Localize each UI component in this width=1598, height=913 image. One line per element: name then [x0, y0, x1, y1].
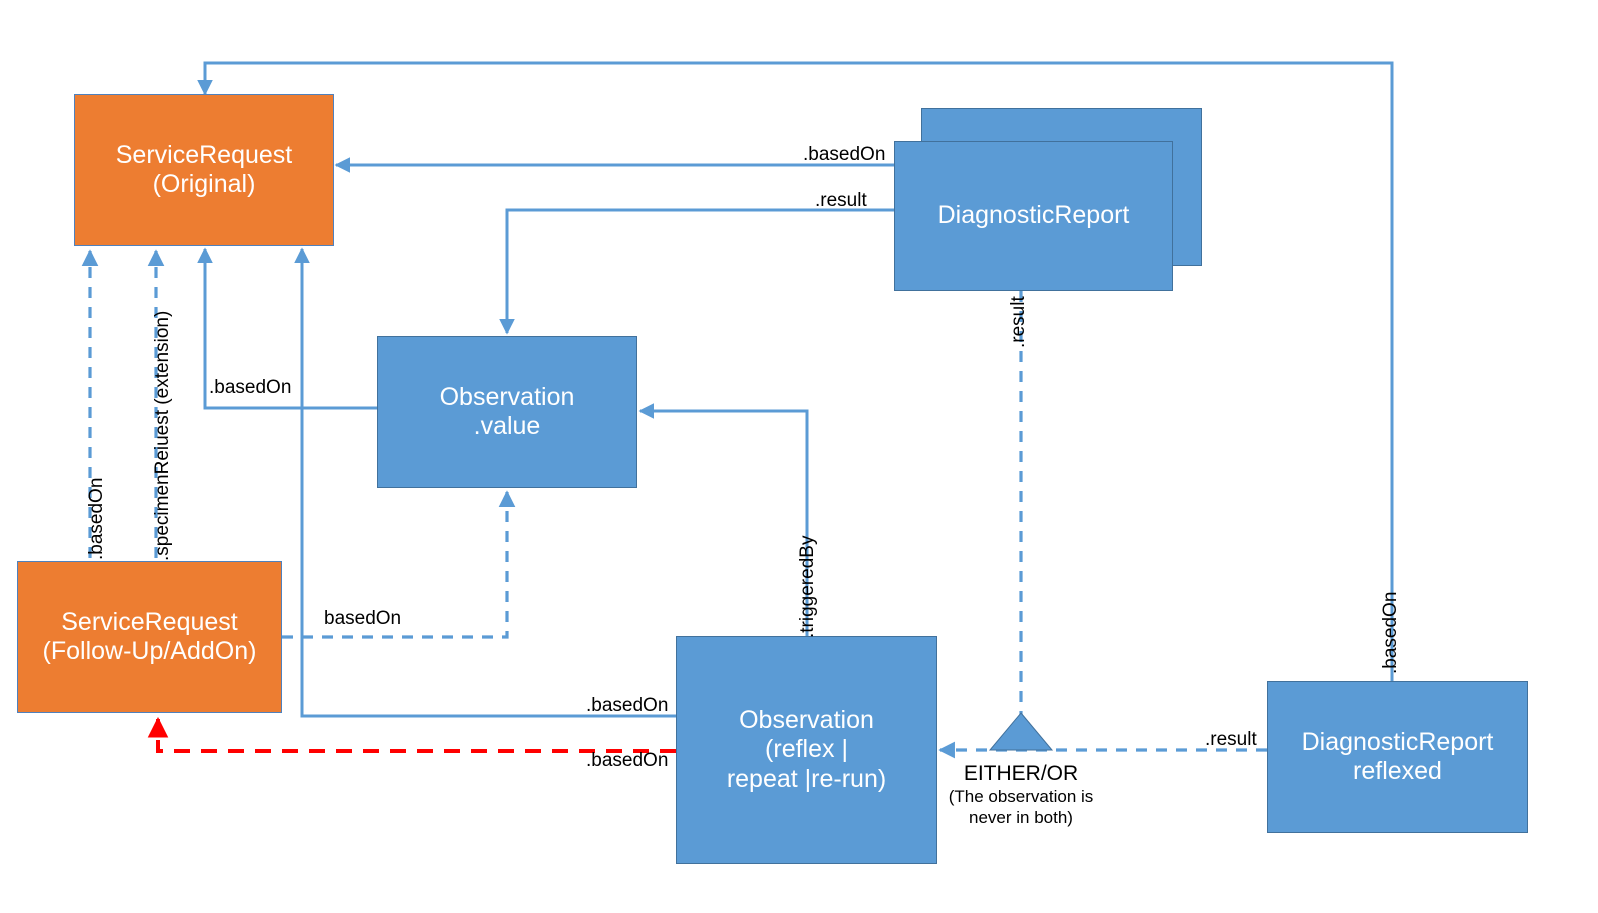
edge-label-dr-basedon: .basedOn — [803, 144, 886, 165]
edge-label-followup-basedon: basedOn — [324, 608, 402, 629]
eitheror-annotation: EITHER/OR (The observation is never in b… — [916, 762, 1126, 829]
edge-obsreflex-triggeredby-obsvalue — [638, 403, 809, 636]
node-servicerequest-original-label: ServiceRequest (Original) — [115, 140, 293, 199]
eitheror-junction-triangle — [988, 712, 1054, 751]
node-diagnosticreport-reflexed[interactable]: DiagnosticReport reflexed — [1267, 681, 1528, 833]
edge-label-sr-specimenrequest: .specimenReiuest (extension) — [152, 310, 173, 561]
node-observation-reflex[interactable]: Observation (reflex | repeat |re-run) — [676, 636, 937, 864]
edge-label-obsvalue-basedon: .basedOn — [209, 377, 292, 398]
node-servicerequest-followup-label: ServiceRequest (Follow-Up/AddOn) — [42, 607, 257, 666]
node-diagnosticreport-label: DiagnosticReport — [937, 201, 1130, 230]
edge-label-obs-triggeredby: .triggeredBy — [797, 535, 818, 638]
edge-obsreflex-basedon-srfollowup — [147, 716, 676, 753]
eitheror-heading: EITHER/OR — [963, 762, 1079, 785]
node-diagnosticreport-reflexed-label: DiagnosticReport reflexed — [1301, 727, 1494, 786]
node-observation-value-label: Observation .value — [439, 382, 575, 441]
edge-dr-result-obsvalue — [499, 208, 894, 335]
edge-label-dr-result: .result — [815, 190, 867, 211]
eitheror-detail: (The observation is never in both) — [948, 787, 1094, 828]
edge-label-sr-basedon-vertical: .basedOn — [86, 477, 107, 560]
edge-label-drreflexed-result: .result — [1205, 729, 1257, 750]
edge-label-reflex-basedon-solid: .basedOn — [586, 695, 669, 716]
node-observation-reflex-label: Observation (reflex | repeat |re-run) — [726, 705, 887, 793]
edge-label-reflex-basedon-dashed: .basedOn — [586, 750, 669, 771]
node-servicerequest-followup[interactable]: ServiceRequest (Follow-Up/AddOn) — [17, 561, 282, 713]
node-servicerequest-original[interactable]: ServiceRequest (Original) — [74, 94, 334, 246]
node-diagnosticreport[interactable]: DiagnosticReport — [894, 141, 1173, 291]
node-observation-value[interactable]: Observation .value — [377, 336, 637, 488]
edge-label-drreflexed-basedon: .basedOn — [1380, 591, 1401, 674]
edge-label-dr-result-vertical: .result — [1008, 296, 1029, 348]
